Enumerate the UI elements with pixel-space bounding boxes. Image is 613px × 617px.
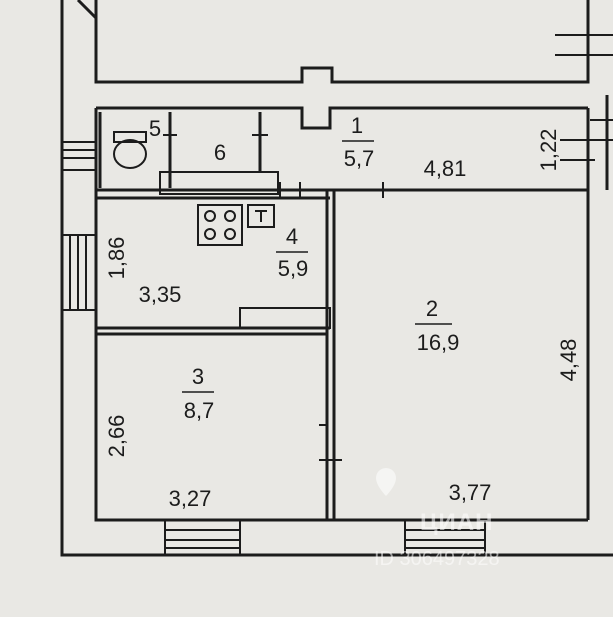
- stove-burner-icon: [204, 210, 216, 222]
- watermark: ЦИАН ID 306497328: [374, 468, 500, 570]
- room-4-number: 4: [286, 224, 298, 249]
- window-bedroom: [164, 519, 241, 556]
- living-depth-dim: 4,48: [556, 339, 581, 382]
- living-width-dim: 3,77: [449, 480, 492, 505]
- corridor-width-dim: 4,81: [424, 156, 467, 181]
- kitchen-depth-dim: 1,86: [104, 237, 129, 280]
- sink-icon: [247, 204, 275, 228]
- kitchen-width-dim: 3,35: [139, 282, 182, 307]
- room-6-number: 6: [214, 140, 226, 165]
- top-neighbour-wall: [94, 0, 590, 84]
- bedroom-width-dim: 3,27: [169, 486, 212, 511]
- room-1-number: 1: [351, 113, 363, 138]
- kitchen-counter: [159, 171, 279, 195]
- room-2-area: 16,9: [417, 330, 460, 355]
- bedroom-depth-dim: 2,66: [104, 415, 129, 458]
- top-left-diagonal: [76, 0, 98, 20]
- map-pin-icon: [376, 468, 396, 496]
- room-2-number: 2: [426, 296, 438, 321]
- toilet-tank: [113, 131, 147, 143]
- corridor-depth-dim: 1,22: [536, 129, 561, 172]
- stove-burner-icon: [224, 228, 236, 240]
- stove-burner-icon: [204, 228, 216, 240]
- watermark-id: ID 306497328: [374, 548, 500, 570]
- door-marks: [163, 134, 595, 461]
- toilet-icon: [113, 139, 147, 169]
- corridor-top-wall: [96, 106, 588, 130]
- hall-closet: [239, 307, 331, 329]
- window-wc: [61, 141, 97, 171]
- windows: [61, 34, 613, 556]
- fixtures: [113, 131, 331, 329]
- room-3-area: 8,7: [184, 398, 215, 423]
- room-1-area: 5,7: [344, 146, 375, 171]
- sink-tap-icon: [255, 210, 267, 222]
- room-3-number: 3: [192, 364, 204, 389]
- room-4-area: 5,9: [278, 256, 309, 281]
- stove-icon: [197, 204, 243, 246]
- watermark-brand: ЦИАН: [420, 509, 493, 536]
- room-5-number: 5: [149, 116, 161, 141]
- stove-burner-icon: [224, 210, 236, 222]
- window-living: [404, 519, 486, 556]
